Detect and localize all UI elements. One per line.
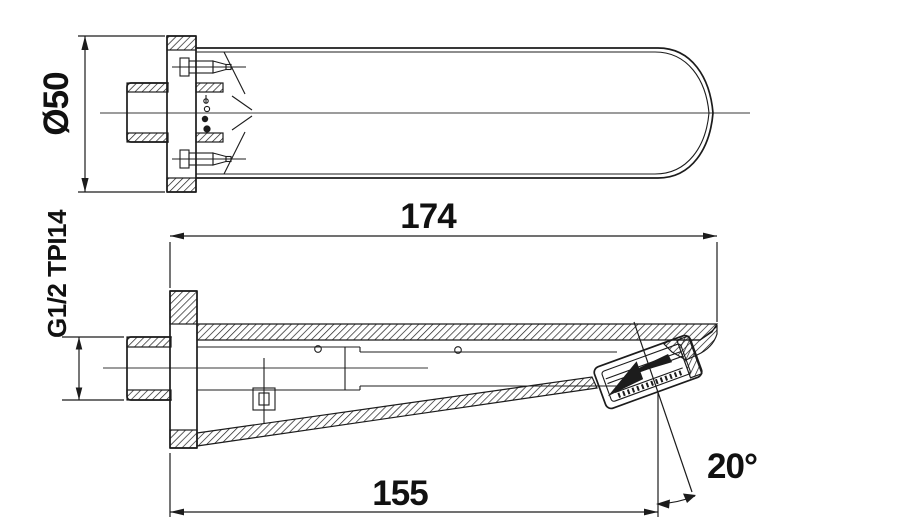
pipe-wall-section [195,132,224,143]
inlet-pipe-section [126,336,172,401]
outlet-angle-dimension: 20° [633,321,758,517]
side-section-view [103,290,719,449]
wall-flange-top-view [166,35,197,193]
diameter-label: Ø50 [37,72,76,136]
top-view [100,35,750,193]
body-cone-lines [223,51,253,175]
outlet-angle-label: 20° [707,447,757,486]
wall-flange-section [169,290,198,449]
body-bottom-wall [196,376,598,447]
overall-length-label: 174 [400,197,457,236]
projection-dimension: 155 [169,453,658,517]
pipe-wall-section [195,82,224,93]
thread-spec-label: G1/2 TPI14 [42,209,72,338]
inner-tube [197,345,620,391]
aerator-assembly [593,334,703,410]
spout-body-top-view [195,47,714,179]
thread-dimension: G1/2 TPI14 [42,209,124,401]
set-screw-top [172,57,246,77]
projection-length-label: 155 [372,474,428,513]
inlet-pipe-top-view [126,82,169,143]
overall-length-dimension: 174 [169,197,718,322]
diameter-dimension: Ø50 [37,35,165,193]
set-screw-section [252,358,276,424]
flow-arrow [607,354,673,397]
set-screw-bottom [172,149,246,169]
detail-squiggle [201,95,211,133]
